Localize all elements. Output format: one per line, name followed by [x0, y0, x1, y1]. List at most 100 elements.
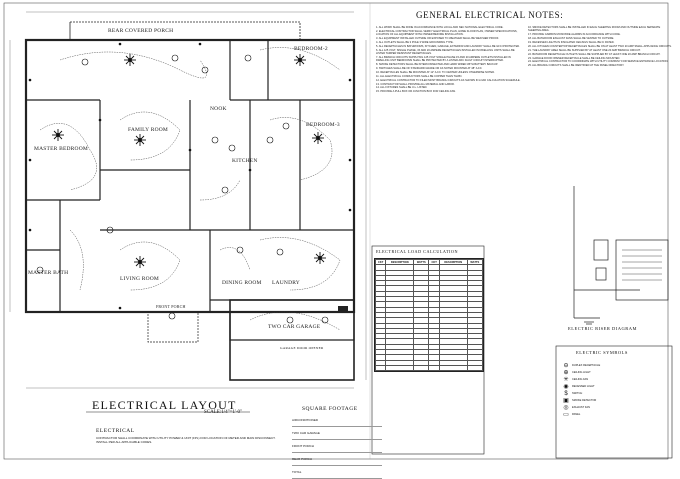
ceiling-fan-icon [134, 256, 146, 268]
symbol-icon: ◎ [563, 405, 569, 411]
list-item: ◎EXHAUST FAN [560, 404, 670, 411]
receptacle-icon [118, 306, 122, 310]
room-label-master-bath: MASTER BATH [28, 270, 69, 276]
ceiling-fan-icon [124, 54, 136, 66]
general-note-item: 8. SMOKE DETECTORS SHALL BE INTERCONNECT… [376, 63, 498, 67]
general-note-item: 20. ALL KITCHEN COUNTERTOP RECEPTACLES S… [528, 44, 672, 48]
ceiling-light-icon [201, 66, 209, 74]
table-cell [466, 364, 484, 372]
general-note-item: 11. ALL ELECTRICAL CONDUCTORS SHALL BE C… [376, 74, 463, 78]
list-item: $SWITCH [560, 390, 670, 397]
symbol-label: EXHAUST FAN [572, 406, 590, 409]
receptacle-icon [28, 228, 32, 232]
table-cell: FRONT PORCH [292, 444, 314, 448]
ceiling-light-icon [221, 186, 229, 194]
room-label-rear-covered-porch: REAR COVERED PORCH [108, 28, 174, 34]
receptacle-icon [28, 158, 32, 162]
general-note-item: 10. RECEPTACLES SHALL BE MOUNTED AT 12" … [376, 70, 495, 74]
ceiling-fan-icon [312, 132, 324, 144]
garage-walls [229, 299, 355, 381]
dimension-lines [9, 11, 367, 389]
room-label-bedroom-3: BEDROOM-3 [306, 122, 340, 128]
table-cell [428, 364, 440, 372]
symbol-icon: ◉ [563, 384, 569, 390]
table-row: TOTAL [292, 466, 382, 479]
general-notes-left-column: 1. ALL WORK SHALL BE DONE IN ACCORDANCE … [376, 26, 524, 94]
receptacle-icon [28, 78, 32, 82]
symbol-icon: $ [564, 390, 568, 397]
ceiling-light-icon [282, 122, 290, 130]
ceiling-light-icon [286, 316, 294, 324]
ceiling-light-icon [171, 54, 179, 62]
list-item: ⊕CEILING LIGHT [560, 369, 670, 376]
table-cell [413, 364, 430, 372]
electrical-panel-icon [338, 306, 348, 312]
receptacles [28, 42, 352, 310]
ceiling-light-icon [211, 136, 219, 144]
title-block-lines [86, 245, 673, 459]
general-note-item: 21. THE LAUNDRY AREA SHALL BE SUPPLIED B… [528, 48, 641, 52]
symbol-label: SMOKE DETECTOR [572, 399, 597, 402]
general-note-item: 2. ELECTRICAL CONTRACTOR SHALL VERIFY EL… [376, 29, 518, 37]
receptacle-icon [348, 78, 352, 82]
symbol-label: PANEL [572, 413, 581, 416]
receptacle-icon [98, 118, 102, 122]
table-cell: REAR PORCH [292, 457, 313, 461]
table-row: FRONT PORCH [292, 440, 382, 453]
ceiling-light-icon [36, 266, 44, 274]
general-note-item: 23. GARAGE DOOR OPENER RECEPTACLE SHALL … [528, 56, 621, 60]
plan-walls [24, 21, 356, 381]
room-label-kitchen: KITCHEN [232, 158, 258, 164]
room-label-garage-door-opener: GARAGE DOOR OPENER [280, 346, 324, 350]
symbol-label: DUPLEX RECEPTACLE [572, 364, 601, 367]
ceiling-light-icon [244, 54, 252, 62]
room-label-living-room: LIVING ROOM [120, 276, 160, 282]
ceiling-fan-icon [314, 252, 326, 264]
porch-outline [70, 21, 301, 40]
ceiling-light-icon [168, 312, 176, 320]
ceiling-light-icon [321, 316, 329, 324]
riser-diagram [573, 186, 669, 325]
general-note-item: 1. ALL WORK SHALL BE DONE IN ACCORDANCE … [376, 26, 504, 29]
electrical-block-title: ELECTRICAL [96, 428, 135, 434]
symbol-label: CEILING LIGHT [572, 371, 591, 374]
general-note-item: 25. ALL BRANCH CIRCUITS SHALL BE IDENTIF… [528, 64, 625, 68]
symbol-icon: ▭ [563, 412, 569, 418]
room-label-dining-room: DINING ROOM [222, 280, 262, 286]
list-item: ✳CEILING FAN [560, 376, 670, 383]
general-note-item: 15. PROVIDE A PULL BOX OR JUNCTION BOX F… [376, 90, 456, 94]
square-footage-title: SQUARE FOOTAGE [302, 406, 358, 412]
room-label-master-bedroom: MASTER BEDROOM [34, 146, 88, 152]
table-row: REAR PORCH [292, 453, 382, 466]
table-row: AIRCONDITIONED [292, 414, 382, 427]
electric-symbols-legend: ⊖DUPLEX RECEPTACLE⊕CEILING LIGHT✳CEILING… [560, 362, 670, 418]
general-note-item: 13. CONTRACTOR SHALL PROVIDE ALL MATERIA… [376, 82, 455, 86]
load-calc-title: ELECTRICAL LOAD CALCULATION [376, 249, 458, 254]
table-row: TWO CAR GARAGE [292, 427, 382, 440]
room-label-family-room: FAMILY ROOM [128, 127, 168, 133]
symbol-label: RECESSED LIGHT [572, 385, 595, 388]
list-item: ▭PANEL [560, 411, 670, 418]
general-note-item: 22. BATHROOM RECEPTACLE OUTLETS SHALL BE… [528, 52, 661, 56]
general-note-item: 6. ALL 125 VOLT, SINGLE PHASE, 15 AND 20… [376, 48, 515, 56]
table-cell [385, 364, 415, 372]
general-note-item: 12. ELECTRICAL CONTRACTOR TO FILED MOST … [376, 78, 521, 82]
list-item: ▣SMOKE DETECTOR [560, 397, 670, 404]
receptacle-icon [188, 148, 192, 152]
symbol-icon: ⊕ [563, 370, 569, 376]
table-cell: AIRCONDITIONED [292, 418, 319, 422]
table-cell: TOTAL [292, 470, 302, 474]
table-cell [438, 364, 468, 372]
electric-symbols-title: ELECTRIC SYMBOLS [576, 350, 628, 355]
ceiling-fans [52, 54, 326, 268]
room-label-laundry: LAUNDRY [272, 280, 300, 286]
ceiling-light-icon [236, 246, 244, 254]
square-footage-table: AIRCONDITIONED TWO CAR GARAGE FRONT PORCH R… [292, 414, 382, 479]
general-note-item: 17. PROVIDE CARBON MONOXIDE ALARMS IN AC… [528, 33, 621, 37]
general-note-item: 5. ALL RECEPTACLES IN BATHROOMS, KITCHEN… [376, 44, 520, 48]
general-note-item: 9. SWITCHES SHALL BE OF STANDARD GRADE O… [376, 67, 483, 71]
electrical-layout-title: ELECTRICAL LAYOUT [92, 398, 237, 412]
circuit-wiring [39, 47, 341, 331]
receptacle-icon [198, 42, 202, 46]
